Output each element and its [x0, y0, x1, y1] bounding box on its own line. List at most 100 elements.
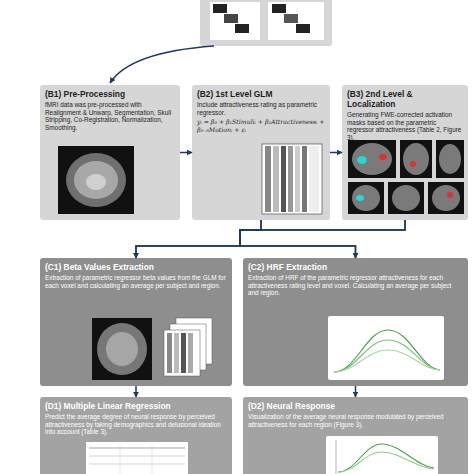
connector-layer	[136, 153, 405, 398]
scan-background	[58, 146, 134, 214]
matrix-column	[288, 146, 293, 212]
hrf-plot	[328, 316, 444, 380]
matrix-column	[309, 146, 319, 212]
box-text: Visualization of the average neural resp…	[248, 413, 463, 428]
response-chart	[326, 436, 438, 474]
brain-slice	[439, 144, 461, 174]
scan-background	[436, 140, 464, 178]
brain-outline	[66, 153, 126, 207]
box-text: Extraction of parametric regressor beta …	[45, 274, 227, 289]
table-rule	[152, 444, 153, 474]
matrix-column	[265, 146, 271, 212]
slide	[272, 4, 286, 13]
flow-arrow	[135, 386, 137, 397]
activation-maps	[348, 140, 464, 214]
hrf-curve	[334, 350, 440, 372]
table-card	[86, 442, 188, 474]
beta-images	[92, 318, 212, 380]
brain-slice	[432, 185, 460, 211]
brain-core	[86, 174, 106, 190]
flow-arrow	[330, 152, 342, 154]
matrix-column	[302, 146, 307, 212]
chart-axis	[336, 440, 337, 474]
slide	[224, 14, 238, 23]
regression-table	[86, 442, 188, 474]
flow-arrow	[136, 220, 405, 258]
slide	[213, 4, 227, 13]
formula: yᵢ = β₀ + β₁Stimuliᵢ + β₂Attractivenessᵢ…	[197, 118, 325, 133]
matrix-frame	[262, 144, 322, 214]
brain-slice	[352, 143, 392, 175]
box-heading: (D2) Neural Response	[248, 401, 463, 411]
table-rule	[120, 444, 121, 474]
panel-box	[200, 0, 332, 46]
process-box: (D2) Neural ResponseVisualization of the…	[243, 397, 468, 474]
box-text: Include attractiveness rating as paramet…	[197, 101, 325, 116]
matrix-column	[167, 333, 172, 373]
matrix-column	[181, 333, 186, 373]
hrf-curve	[334, 340, 440, 372]
plot-card	[326, 436, 438, 474]
matrix-card	[164, 330, 200, 376]
slide	[284, 14, 298, 23]
flow-arrow	[180, 152, 192, 154]
process-box: (B1) Pre-Processing fMRI data was pre-pro…	[40, 85, 180, 220]
table-rule	[89, 464, 185, 465]
brain-slice	[403, 143, 429, 175]
activation-blob	[410, 161, 416, 167]
process-box: (C2) HRF ExtractionExtraction of HRF of …	[243, 258, 468, 386]
scan-background	[348, 182, 384, 214]
scan-background	[348, 140, 396, 178]
brain-scan	[58, 146, 134, 214]
box-heading: (B2) 1st Level GLM	[197, 89, 325, 99]
brain-slice	[97, 323, 147, 375]
box-text: Predict the average degree of neural res…	[45, 413, 227, 436]
slide-card	[210, 2, 260, 40]
process-box: (C1) Beta Values ExtractionExtraction of…	[40, 258, 232, 386]
scan-background	[92, 318, 152, 380]
matrix-card	[170, 324, 206, 370]
process-box: (B3) 2nd Level & LocalizationGenerating …	[342, 85, 468, 220]
box-heading: (C1) Beta Values Extraction	[45, 262, 227, 272]
hrf-curve	[334, 330, 440, 372]
scan-background	[428, 182, 464, 214]
flow-arrow	[136, 220, 261, 258]
activation-blob	[356, 195, 364, 201]
slide	[235, 24, 249, 33]
flow-arrow	[110, 46, 214, 83]
activation-blob	[379, 154, 387, 160]
stimulus-panel	[110, 0, 332, 83]
activation-blob	[447, 192, 453, 198]
matrix-column	[295, 146, 300, 212]
matrix-card	[176, 318, 212, 364]
brain-tissue	[74, 161, 118, 199]
activation-blob	[357, 156, 367, 164]
matrix-column	[281, 146, 286, 212]
scan-background	[400, 140, 432, 178]
box-heading: (B1) Pre-Processing	[45, 89, 175, 99]
slide	[296, 24, 310, 33]
box-text: Extraction of HRF of the parametric regr…	[248, 274, 463, 297]
flow-arrow	[355, 386, 357, 397]
box-heading: (D1) Multiple Linear Regression	[45, 401, 227, 411]
response-curve	[338, 452, 434, 472]
response-curve	[338, 444, 434, 472]
process-box: (D1) Multiple Linear RegressionPredict t…	[40, 397, 232, 474]
brain-slice	[392, 185, 420, 211]
box-heading: (C2) HRF Extraction	[248, 262, 463, 272]
slide-card	[268, 2, 324, 40]
box-text: fMRI data was pre-processed with Realign…	[45, 101, 175, 131]
matrix-column	[188, 333, 193, 373]
table-rule	[89, 456, 185, 457]
process-box: (B2) 1st Level GLM Include attractiveness…	[192, 85, 330, 220]
brain-slice	[352, 185, 380, 211]
flow-arrow	[240, 220, 356, 258]
table-rule	[89, 448, 185, 449]
matrix-column	[273, 146, 279, 212]
box-text: Generating FWE-corrected activation mask…	[347, 111, 463, 141]
plot-card	[328, 316, 444, 380]
box-heading: (B3) 2nd Level & Localization	[347, 89, 463, 109]
flow-arrow	[240, 220, 405, 258]
